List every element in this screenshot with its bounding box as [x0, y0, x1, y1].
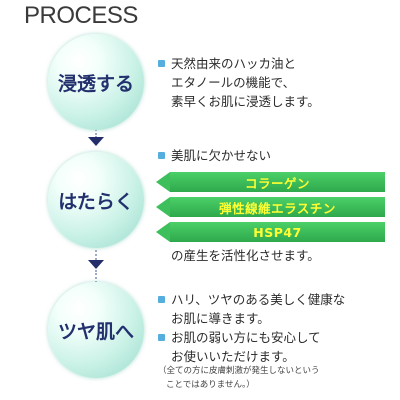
description-line: 天然由来のハッカ油と: [171, 56, 297, 71]
description-line: エタノールの機能で、: [171, 75, 296, 90]
ingredient-label: HSP47: [253, 224, 302, 240]
description-line: の産生を活性化させます。: [171, 248, 320, 263]
step-2-outro: の産生を活性化させます。: [171, 246, 320, 265]
step-label: ツヤ肌へ: [57, 320, 134, 343]
ingredient-bar-hsp47: HSP47: [156, 222, 385, 242]
note-line: ことではありません。）: [166, 380, 255, 390]
bullet-marker-icon: [158, 60, 165, 67]
step-3-benefit-2: お肌の弱い方にも安心して お使いいただけます。: [158, 328, 321, 366]
step-label: はたらく: [58, 190, 134, 213]
step-circle-1: 浸透する: [48, 34, 144, 130]
description-line: お肌に導きます。: [171, 311, 270, 326]
step-circle-2: はたらく: [48, 152, 144, 248]
ingredient-bar-elastin: 弾性線維エラスチン: [156, 197, 385, 217]
description-line: お使いいただけます。: [171, 349, 295, 364]
connector-line-2: [95, 246, 97, 260]
step-label: 浸透する: [57, 72, 134, 95]
description-line: 美肌に欠かせない: [171, 148, 272, 163]
down-arrow-icon: [88, 137, 104, 146]
note-line: （全ての方に皮膚刺激が発生しないという: [158, 366, 320, 376]
step-1-description: 天然由来のハッカ油と エタノールの機能で、 素早くお肌に浸透します。: [158, 54, 320, 111]
ingredient-label: コラーゲン: [244, 175, 310, 191]
page-title: PROCESS: [24, 2, 138, 29]
ingredient-bar-collagen: コラーゲン: [156, 172, 385, 192]
ingredient-label: 弾性線維エラスチン: [219, 200, 336, 216]
step-2-intro: 美肌に欠かせない: [158, 146, 271, 165]
description-line: ハリ、ツヤのある美しく健康な: [171, 292, 346, 307]
disclaimer-note: （全ての方に皮膚刺激が発生しないという ことではありません。）: [158, 364, 320, 392]
description-line: お肌の弱い方にも安心して: [171, 330, 321, 345]
connector-line-3: [95, 270, 97, 290]
description-line: 素早くお肌に浸透します。: [171, 94, 320, 109]
bullet-marker-icon: [158, 334, 165, 341]
down-arrow-icon: [88, 260, 104, 269]
step-3-benefit-1: ハリ、ツヤのある美しく健康な お肌に導きます。: [158, 290, 345, 328]
bullet-marker-icon: [158, 152, 165, 159]
bullet-marker-icon: [158, 296, 165, 303]
step-circle-3: ツヤ肌へ: [48, 282, 144, 378]
